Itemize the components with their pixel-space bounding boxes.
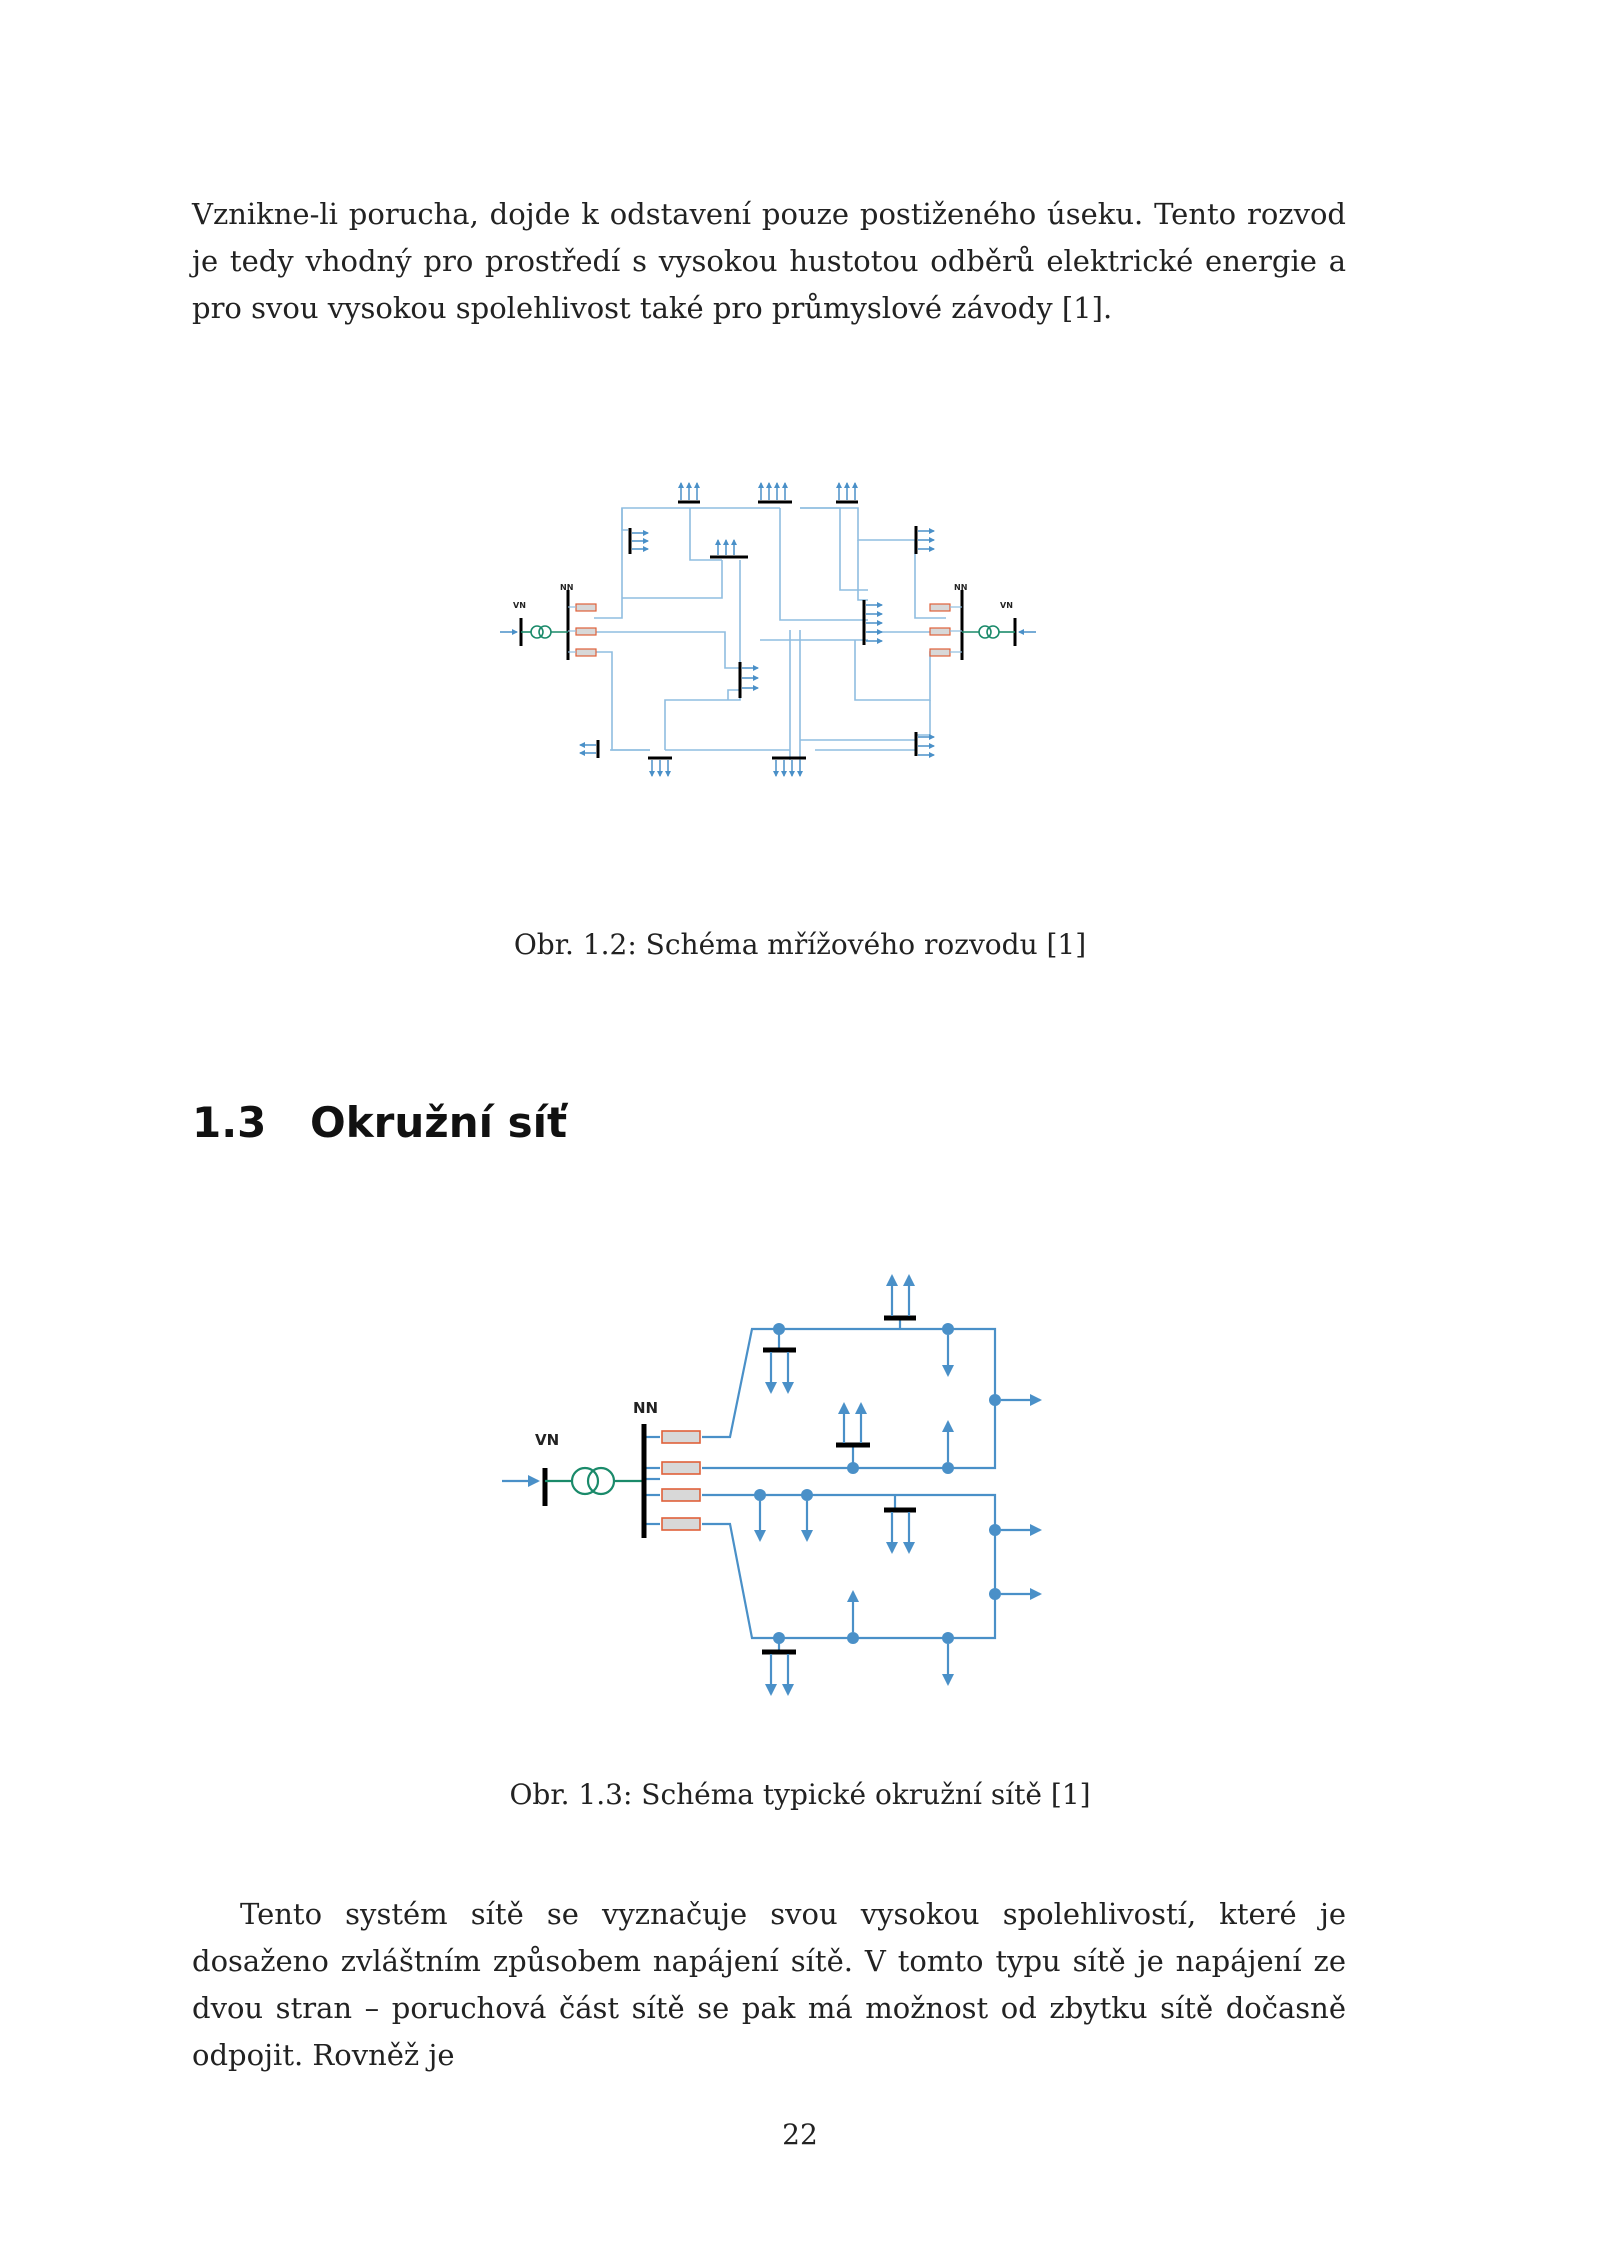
page-number: 22: [782, 2118, 818, 2151]
figure1-caption: Obr. 1.2: Schéma mřížového rozvodu [1]: [513, 928, 1087, 961]
ring-lines: [644, 1320, 997, 1652]
mesh-transformers: [521, 625, 1015, 639]
paragraph-bottom: Tento systém sítě se vyznačuje svou vyso…: [192, 1897, 1346, 2072]
mesh-fuses: [575, 603, 951, 657]
paragraph-top: Vznikne-li porucha, dojde k odstavení po…: [192, 197, 1346, 325]
ring-buses: [762, 1315, 916, 1655]
mesh-buses: [519, 500, 1017, 760]
mesh-bus-taps: [568, 606, 962, 653]
mesh-load-arrows: [500, 482, 1036, 777]
figure2-caption: Obr. 1.3: Schéma typické okružní sítě [1…: [509, 1778, 1091, 1811]
fig1-label-nn-right: NN: [954, 583, 967, 592]
ring-load-arrows: [754, 1274, 1042, 1696]
figure-mesh-network-diagram: VN NN NN VN: [500, 482, 1036, 777]
fig1-label-vn-left: VN: [513, 601, 526, 610]
fig2-label-vn: VN: [535, 1431, 559, 1449]
ring-feed: [502, 1424, 647, 1538]
fig1-label-vn-right: VN: [1000, 601, 1013, 610]
transformer-icon: [570, 1466, 600, 1496]
ring-fuses: [661, 1430, 701, 1531]
section-title: Okružní síť: [310, 1098, 568, 1147]
fig1-label-nn-left: NN: [560, 583, 573, 592]
figure-ring-network-diagram: VN NN: [502, 1274, 1042, 1696]
section-number: 1.3: [192, 1098, 267, 1147]
fig2-label-nn: NN: [633, 1399, 658, 1417]
mesh-lines: [594, 507, 946, 760]
section-heading: 1.3 Okružní síť: [192, 1098, 567, 1147]
ring-nodes: [754, 1323, 1001, 1644]
